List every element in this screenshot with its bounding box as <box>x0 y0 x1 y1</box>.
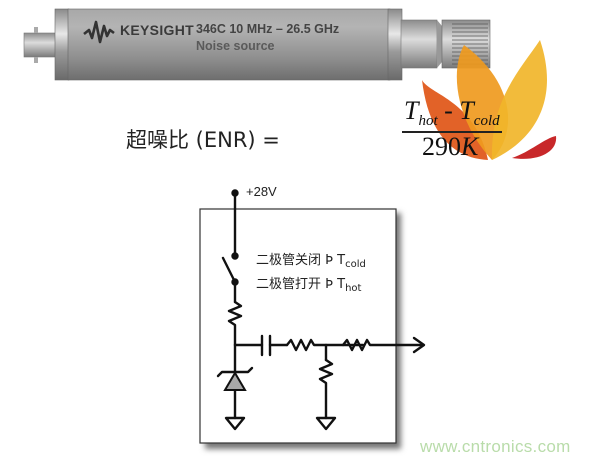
keysight-logo-icon <box>83 20 115 44</box>
output-arrow-icon <box>412 336 426 354</box>
device-description: Noise source <box>196 39 275 53</box>
cold-subscript: cold <box>345 259 366 270</box>
noise-source-box <box>199 208 397 444</box>
fraction-bar <box>402 131 502 133</box>
t-cold-symbol: T <box>459 96 474 125</box>
hot-subscript: hot <box>345 283 362 294</box>
noise-diode-icon <box>223 371 247 391</box>
device-body <box>67 8 391 81</box>
ground-icon <box>315 416 337 431</box>
cold-subscript: cold <box>473 113 500 129</box>
minus-operator: - <box>437 96 460 125</box>
diode-on-text: 二极管打开 Þ T <box>256 277 346 292</box>
ground-icon <box>224 416 246 431</box>
brand-name: KEYSIGHT <box>120 22 194 38</box>
resistor-shunt <box>318 358 334 420</box>
denominator-unit: K <box>461 132 479 161</box>
model-spec: 346C 10 MHz – 26.5 GHz <box>196 22 340 36</box>
resistor-series-1 <box>285 338 365 352</box>
diode-off-text: 二极管关闭 Þ T <box>256 253 346 268</box>
denominator-value: 290 <box>422 132 461 161</box>
bnc-connector <box>23 27 57 63</box>
noise-source-device <box>23 8 491 81</box>
supply-voltage-label: +28V <box>246 184 277 199</box>
formula-numerator: Thot - Tcold <box>404 96 500 130</box>
resistor-bias <box>227 300 243 347</box>
watermark: www.cntronics.com <box>420 437 571 456</box>
hot-subscript: hot <box>418 113 438 129</box>
diode-off-label: 二极管关闭 Þ Tcold <box>256 249 366 270</box>
enr-label: 超噪比 (ENR) = <box>126 128 280 152</box>
formula-denominator: 290K <box>422 132 478 162</box>
t-hot-symbol: T <box>404 96 419 125</box>
resistor-series-2 <box>341 338 425 352</box>
diode-on-label: 二极管打开 Þ Thot <box>256 273 361 294</box>
switch <box>221 256 237 284</box>
enr-formula: Thot - Tcold 290K <box>398 94 548 164</box>
